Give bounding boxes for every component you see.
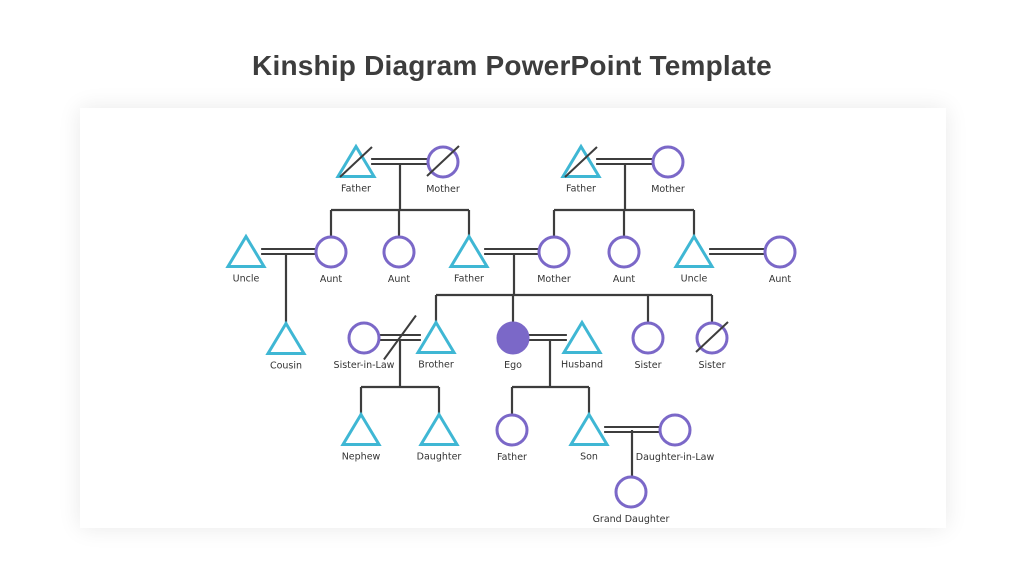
female-circle-icon (537, 235, 571, 269)
marriage-line (604, 426, 660, 433)
person-label: Aunt (320, 274, 343, 285)
person-father: Father (448, 233, 490, 285)
person-label: Sister (634, 360, 661, 371)
person-uncle1: Uncle (225, 233, 267, 285)
male-triangle-icon (561, 319, 603, 354)
female-circle-icon (763, 235, 797, 269)
person-brother: Brother (415, 319, 457, 371)
person-aunt3: Aunt (607, 235, 641, 285)
female-circle-icon (614, 475, 648, 509)
person-child1: Father (495, 413, 529, 463)
female-circle-icon (658, 413, 692, 447)
descent-line (329, 163, 471, 237)
male-triangle-icon (340, 411, 382, 446)
person-niece: Daughter (417, 411, 462, 463)
person-husband: Husband (561, 319, 603, 371)
person-label: Aunt (613, 274, 636, 285)
male-triangle-icon (265, 320, 307, 355)
person-label: Father (341, 184, 371, 195)
male-triangle-icon (415, 319, 457, 354)
person-aunt2: Aunt (382, 235, 416, 285)
person-label: Cousin (270, 361, 302, 372)
person-cousin: Cousin (265, 320, 307, 372)
person-label: Sister (698, 360, 725, 371)
descent-line (359, 339, 441, 415)
marriage-line (484, 248, 539, 255)
marriage-line (596, 158, 653, 165)
person-label: Uncle (233, 274, 260, 285)
person-label: Brother (418, 360, 454, 371)
person-label: Nephew (342, 452, 381, 463)
person-uncle2: Uncle (673, 233, 715, 285)
person-son: Son (568, 411, 610, 463)
deceased-slash-icon (564, 146, 598, 178)
person-sister2: Sister (695, 321, 729, 371)
descent-line (434, 253, 714, 323)
person-label: Uncle (681, 274, 708, 285)
male-triangle-icon (418, 411, 460, 446)
person-mgf: Father (560, 143, 602, 195)
person-label: Aunt (388, 274, 411, 285)
ego-circle-icon (496, 321, 530, 355)
descent-line (552, 163, 696, 237)
male-triangle-icon (225, 233, 267, 268)
female-circle-icon (314, 235, 348, 269)
deceased-slash-icon (695, 321, 729, 353)
marriage-line (528, 334, 567, 341)
person-label: Mother (651, 184, 685, 195)
person-aunt1: Aunt (314, 235, 348, 285)
female-circle-icon (631, 321, 665, 355)
person-sister1: Sister (631, 321, 665, 371)
person-label: Daughter-in-Law (636, 452, 715, 463)
male-triangle-icon (673, 233, 715, 268)
person-aunt4: Aunt (763, 235, 797, 285)
person-dil: Daughter-in-Law (636, 413, 715, 463)
divorce-line (379, 314, 421, 361)
person-mother: Mother (537, 235, 571, 285)
female-circle-icon (347, 321, 381, 355)
person-label: Mother (426, 184, 460, 195)
person-mgm: Mother (651, 145, 685, 195)
person-label: Aunt (769, 274, 792, 285)
female-circle-icon (607, 235, 641, 269)
deceased-slash-icon (426, 145, 460, 177)
person-pgm: Mother (426, 145, 460, 195)
deceased-slash-icon (339, 146, 373, 178)
person-pgf: Father (335, 143, 377, 195)
person-nephew: Nephew (340, 411, 382, 463)
male-triangle-icon (568, 411, 610, 446)
marriage-line (371, 158, 428, 165)
female-circle-icon (382, 235, 416, 269)
marriage-line (709, 248, 765, 255)
person-label: Son (580, 452, 598, 463)
person-sil: Sister-in-Law (334, 321, 395, 371)
person-label: Daughter (417, 452, 462, 463)
person-label: Mother (537, 274, 571, 285)
person-label: Husband (561, 360, 603, 371)
person-label: Grand Daughter (593, 514, 670, 525)
male-triangle-icon (448, 233, 490, 268)
page-title: Kinship Diagram PowerPoint Template (252, 50, 772, 81)
person-ego: Ego (496, 321, 530, 371)
female-circle-icon (651, 145, 685, 179)
person-label: Ego (504, 360, 522, 371)
person-label: Sister-in-Law (334, 360, 395, 371)
person-label: Father (454, 274, 484, 285)
marriage-line (261, 248, 316, 255)
female-circle-icon (495, 413, 529, 447)
person-label: Father (566, 184, 596, 195)
person-label: Father (497, 452, 527, 463)
person-gd: Grand Daughter (593, 475, 670, 525)
descent-line (510, 339, 591, 415)
